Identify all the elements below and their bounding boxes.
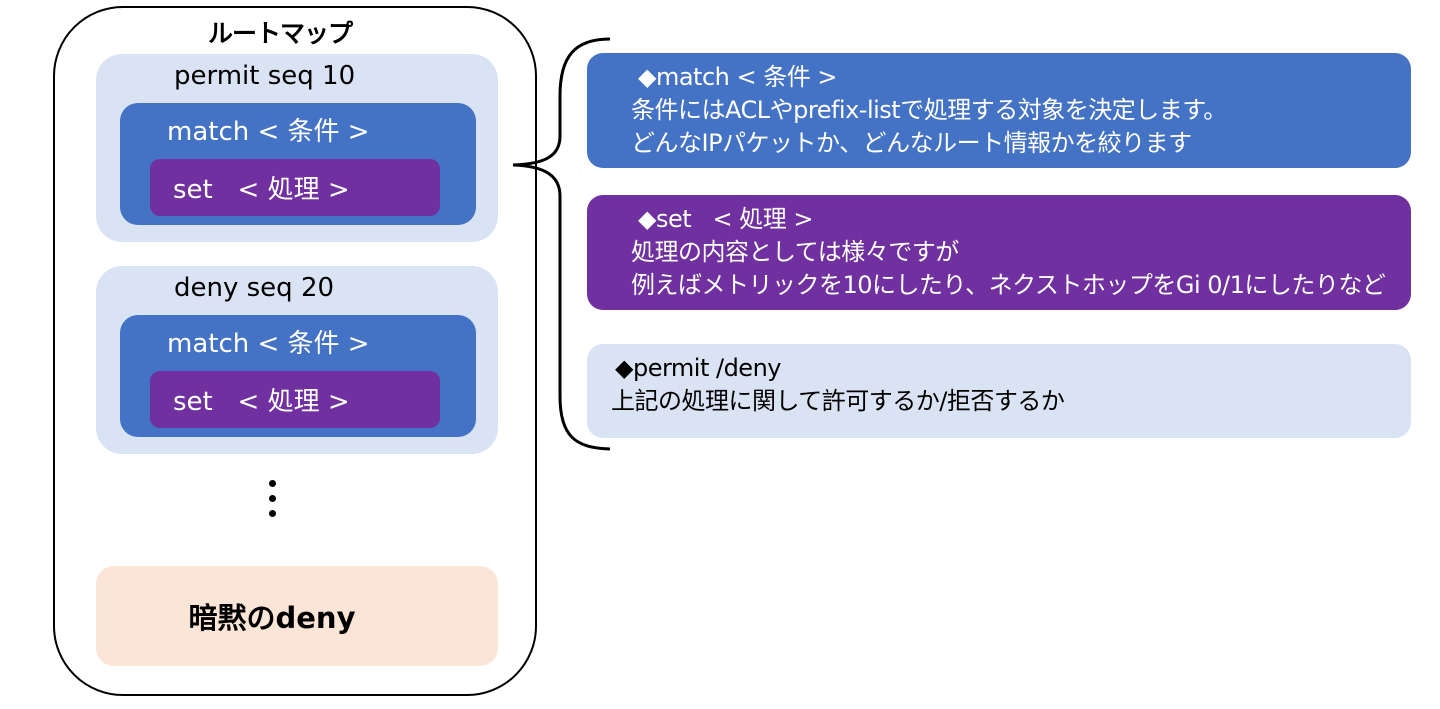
match-description-line: どんなIPパケットか、どんなルート情報かを絞ります	[631, 129, 1192, 157]
set-description: ◆set < 処理 > 処理の内容としては様々ですが 例えばメトリックを10にし…	[587, 195, 1411, 310]
set-block	[150, 159, 440, 216]
match-label: match < 条件 >	[167, 329, 370, 359]
implicit-deny-block: 暗黙のdeny	[96, 566, 498, 666]
match-description-line: 条件にはACLやprefix-listで処理する対象を決定します。	[631, 96, 1227, 124]
set-label: set < 処理 >	[173, 175, 350, 205]
implicit-deny-label: 暗黙のdeny	[188, 601, 356, 635]
permit-deny-description-line: 上記の処理に関して許可するか/拒否するか	[611, 387, 1065, 415]
seq-label: permit seq 10	[174, 61, 356, 91]
set-description-line: 例えばメトリックを10にしたり、ネクストホップをGi 0/1にしたりなど	[631, 271, 1386, 299]
set-label: set < 処理 >	[173, 387, 350, 417]
match-description: ◆match < 条件 > 条件にはACLやprefix-listで処理する対象…	[587, 53, 1411, 168]
permit-deny-description: ◆permit /deny 上記の処理に関して許可するか/拒否するか	[587, 344, 1411, 438]
seq-label: deny seq 20	[174, 273, 335, 303]
match-label: match < 条件 >	[167, 117, 370, 147]
set-block	[150, 371, 440, 428]
permit-deny-description-heading: ◆permit /deny	[615, 354, 782, 382]
curly-brace-icon	[512, 37, 611, 451]
set-description-heading: ◆set < 処理 >	[638, 205, 814, 233]
vertical-ellipsis-icon	[262, 480, 282, 525]
route-map-title: ルートマップ	[207, 19, 353, 48]
match-description-heading: ◆match < 条件 >	[638, 63, 837, 91]
set-description-line: 処理の内容としては様々ですが	[631, 238, 959, 266]
